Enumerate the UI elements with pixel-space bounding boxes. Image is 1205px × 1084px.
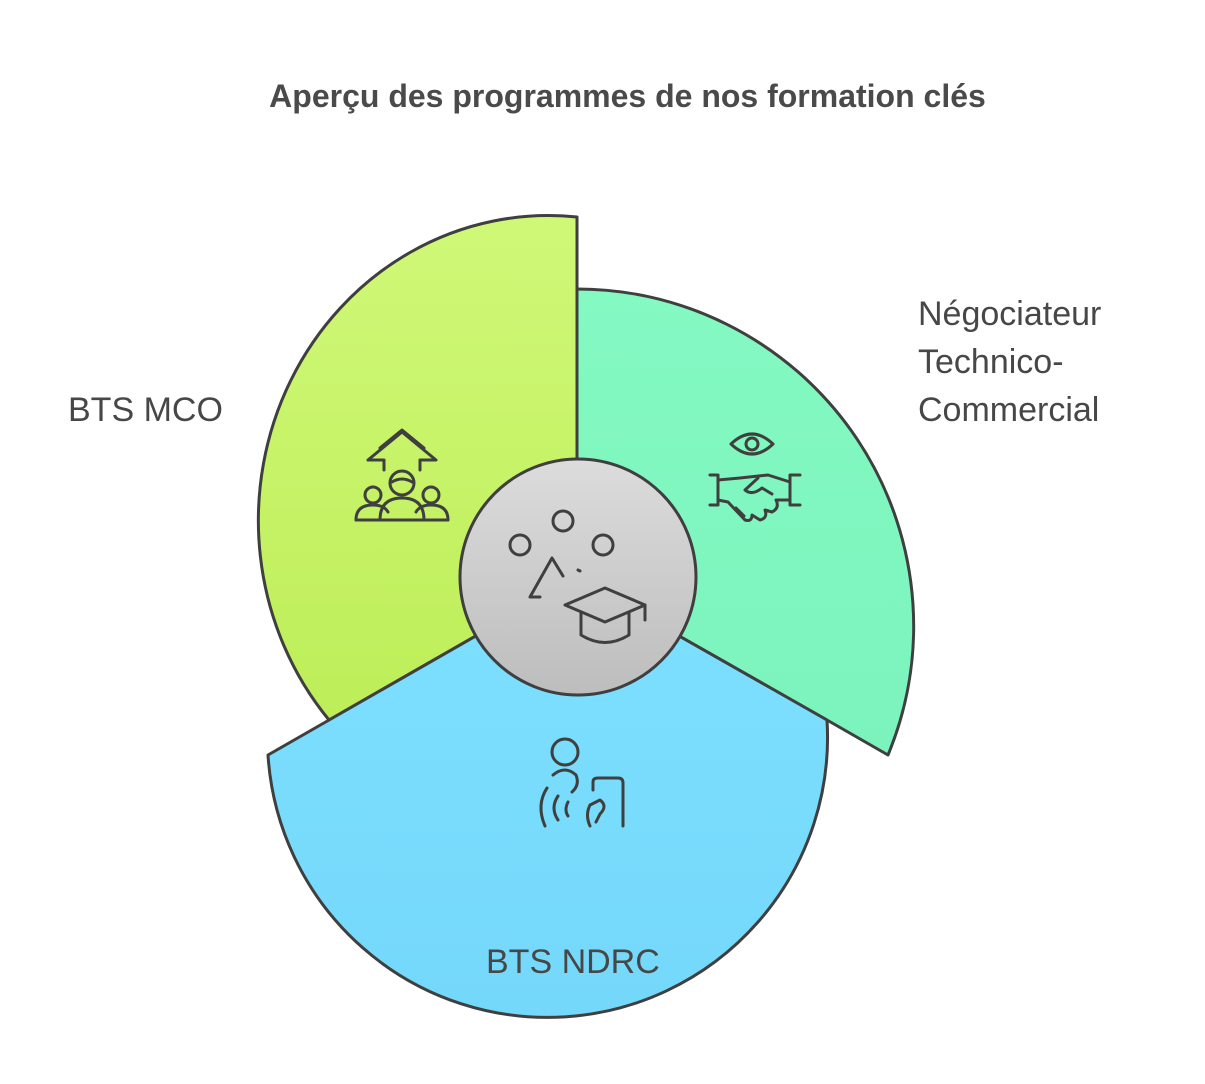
team-growth-icon xyxy=(354,428,450,522)
segment-ntc[interactable] xyxy=(575,287,916,757)
label-bts-ndrc: BTS NDRC xyxy=(486,943,660,981)
diagram-title: Aperçu des programmes de nos formation c… xyxy=(269,78,986,114)
segment-ndrc[interactable] xyxy=(266,576,830,1020)
label-line-3: Commercial xyxy=(918,391,1100,429)
handshake-eye-icon xyxy=(708,432,802,522)
label-line-1: Négociateur xyxy=(918,295,1102,333)
label-bts-mco: BTS MCO xyxy=(68,391,223,429)
label-line-2: Technico- xyxy=(918,343,1064,381)
label-negociateur-technico-commercial: Négociateur Technico- Commercial xyxy=(918,290,1178,434)
phone-contact-icon xyxy=(539,737,625,828)
graduation-cap-icon xyxy=(508,509,647,644)
center-hub xyxy=(458,457,698,697)
